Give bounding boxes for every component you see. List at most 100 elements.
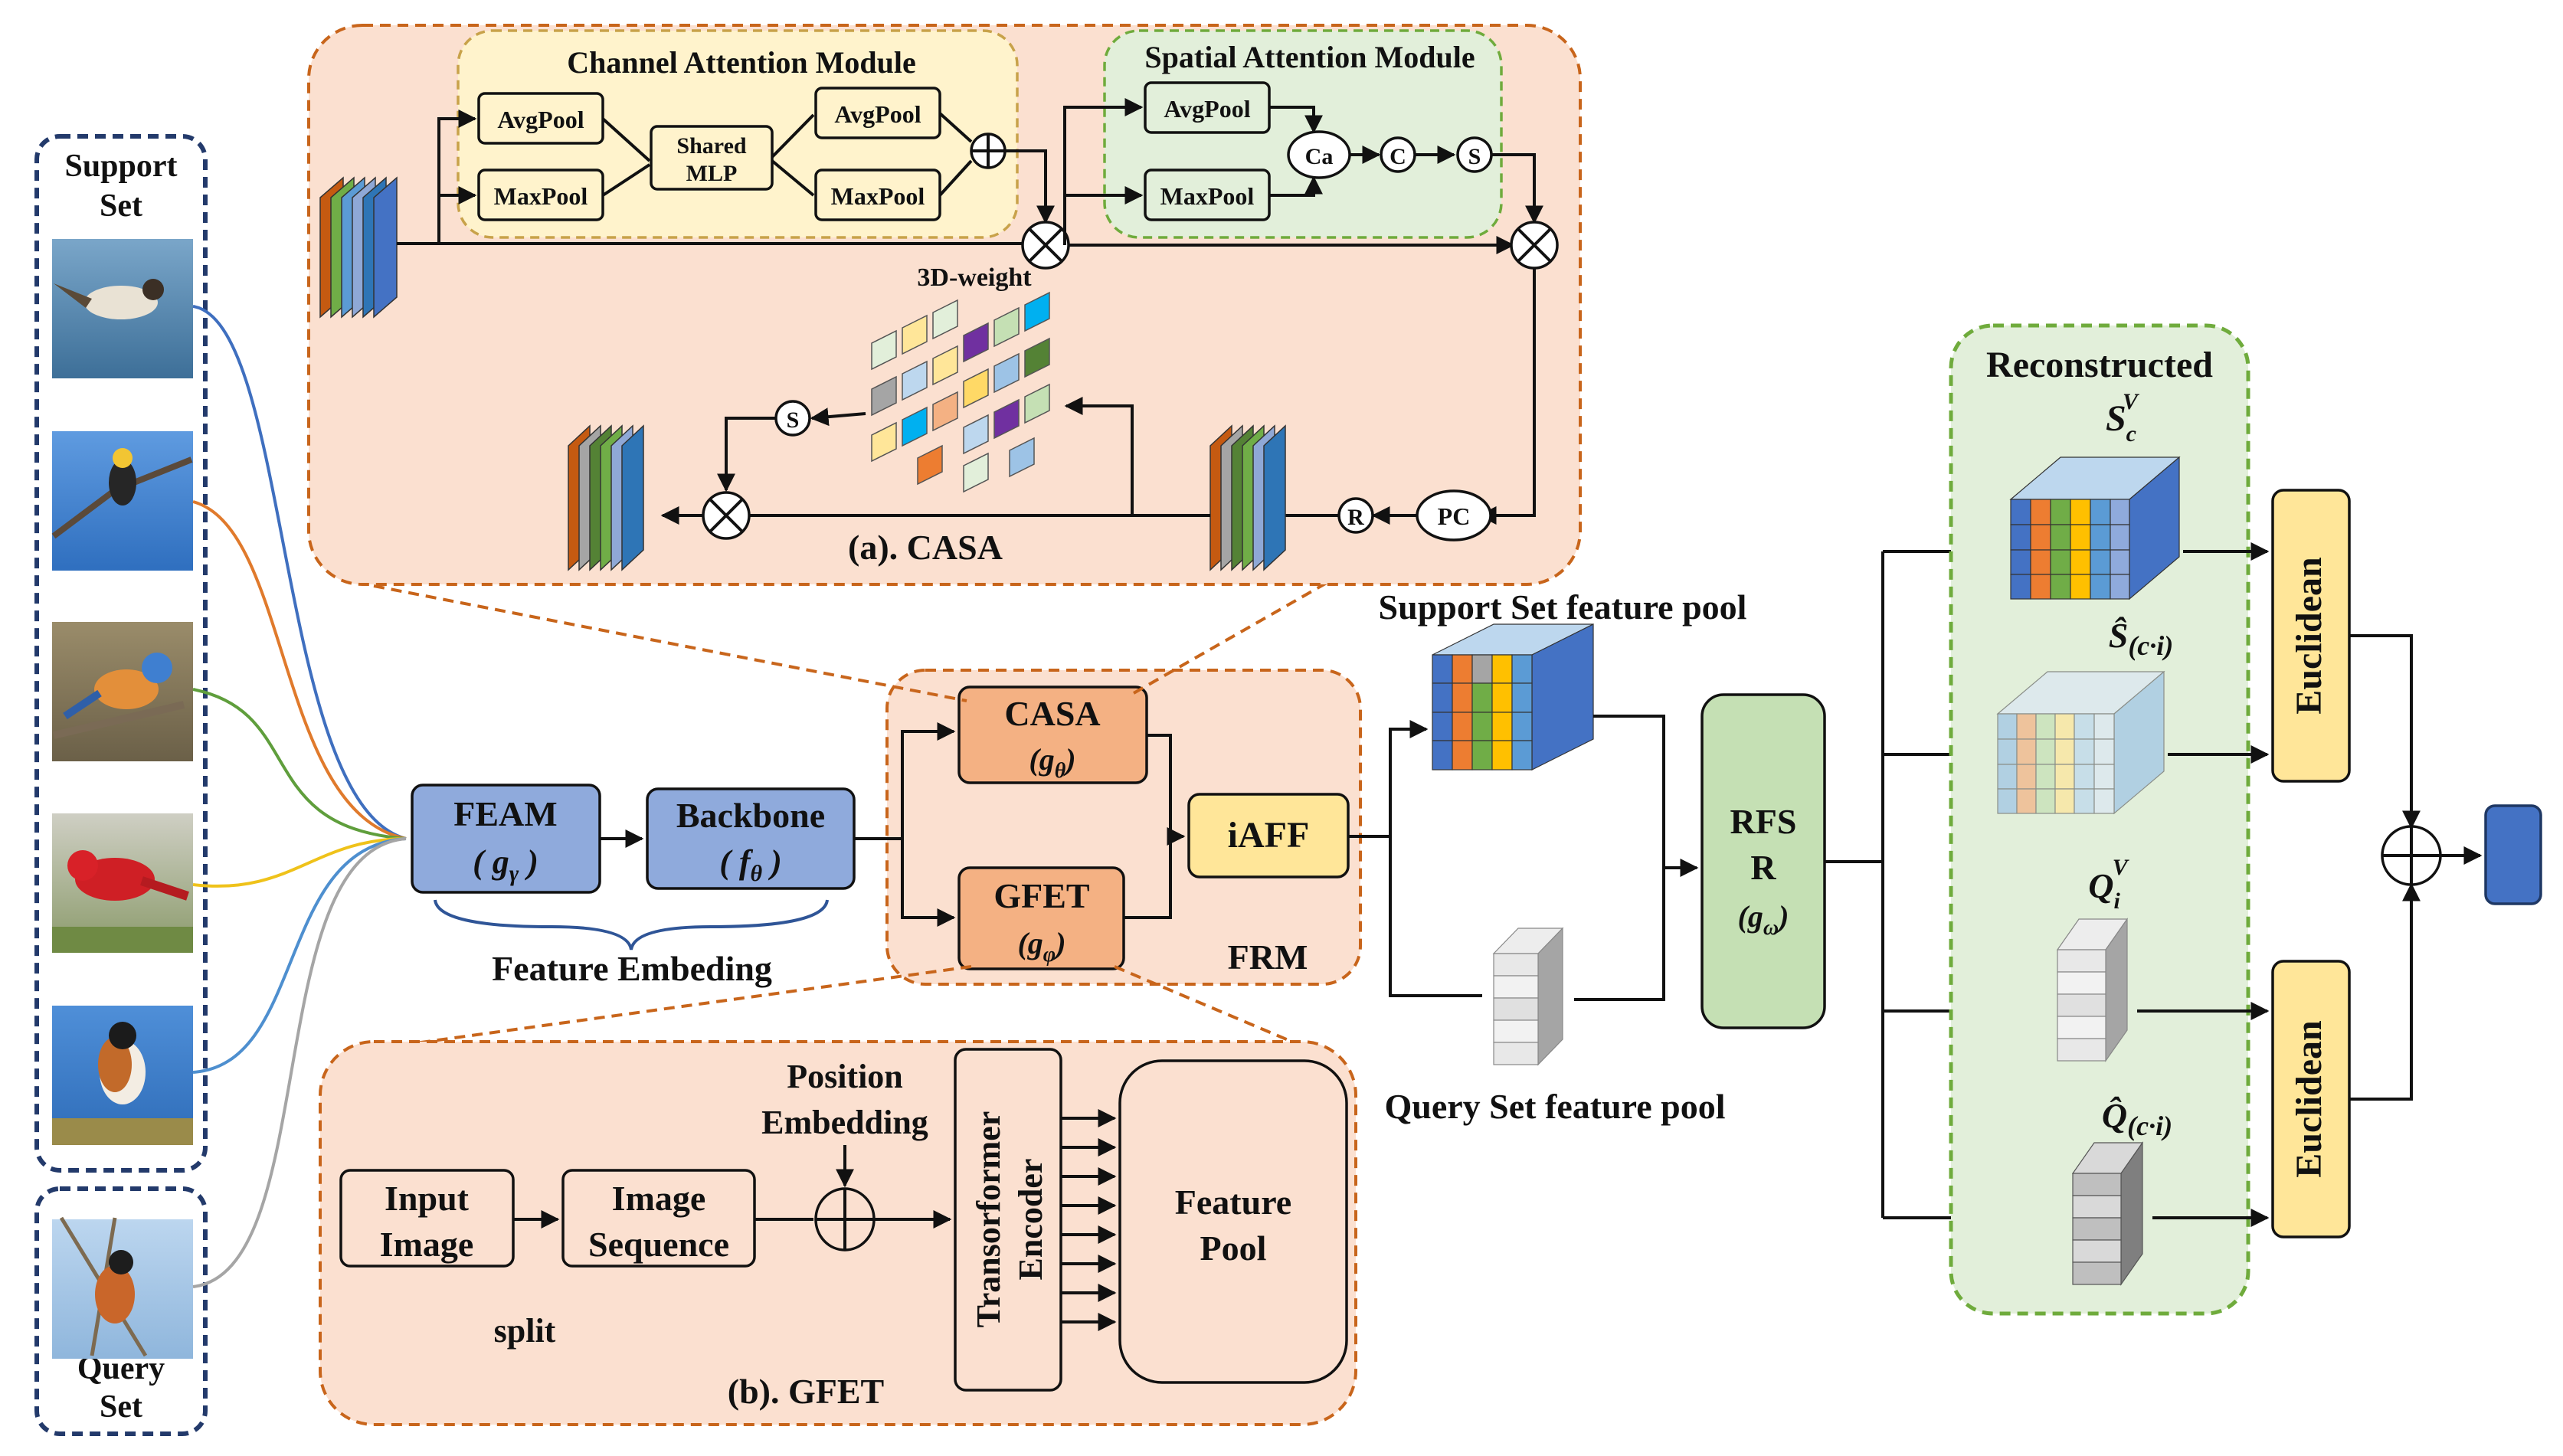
transformer-encoder-box: Transorformer Encoder: [954, 1048, 1062, 1392]
s-to-mult3-arrow: [717, 417, 776, 492]
position-add-icon: [814, 1187, 876, 1252]
frm-gfet-block: GFET (gφ): [957, 866, 1125, 970]
svg-text:MaxPool: MaxPool: [494, 182, 588, 210]
gfet-to-iaff-line: [1124, 836, 1172, 919]
backbone-symbol: ( fθ ): [719, 843, 782, 886]
support-set-label-line2: Set: [100, 188, 142, 224]
svg-text:Pool: Pool: [1200, 1229, 1267, 1268]
backbone-to-casa-arrow: [854, 722, 956, 840]
bird-image-1: [52, 239, 193, 378]
position-embedding-line1: Position: [787, 1058, 903, 1095]
s-node-2: S: [774, 400, 811, 437]
zoom-line-gfet-left: [359, 965, 972, 1052]
3dweight-to-s-arrow: [810, 407, 866, 427]
channel-add-icon: [970, 133, 1007, 169]
backbone-block: Backbone ( fθ ): [646, 787, 856, 890]
bird-image-4: [52, 813, 193, 953]
backbone-label: Backbone: [676, 796, 825, 835]
euclidean-box-2: Euclidean: [2271, 960, 2351, 1238]
output-block: [2484, 804, 2542, 905]
encoder-output-arrows: [1061, 1109, 1117, 1331]
bird-image-3: [52, 622, 193, 761]
shat-label: Ŝ(c·i): [2109, 616, 2174, 661]
svg-text:Shared: Shared: [676, 133, 746, 159]
casa-to-iaff-arrow: [1147, 734, 1186, 846]
multiply-icon-1: [1021, 221, 1070, 270]
add-to-multiply-arrow: [1005, 149, 1055, 224]
shat-cube: [1996, 670, 2165, 815]
svg-text:Euclidean: Euclidean: [2289, 1020, 2329, 1177]
ch-maxpool-box: MaxPool: [477, 169, 604, 221]
feam-symbol: ( gγ ): [473, 843, 538, 886]
query-set-label-line2: Set: [100, 1389, 142, 1425]
maxpool2-to-add: [938, 159, 973, 197]
rfsr-block: RFS R (gω): [1700, 693, 1826, 1029]
support-pool-label: Support Set feature pool: [1379, 587, 1747, 627]
input-curves: [192, 305, 407, 1288]
iaff-to-query-pool-line: [1389, 836, 1482, 997]
iaff-label: iAFF: [1228, 815, 1310, 856]
avgpool-to-mlp: [601, 117, 651, 162]
sv-cube: [2009, 456, 2181, 600]
svg-text:Feature: Feature: [1175, 1183, 1291, 1222]
feature-embedding-brace: [434, 899, 829, 950]
svg-text:MLP: MLP: [686, 161, 738, 186]
mlp-to-maxpool2: [771, 159, 815, 197]
qhat-stack: [2071, 1141, 2144, 1286]
casa-input-feature-map: [319, 176, 398, 319]
svg-text:Image: Image: [612, 1179, 706, 1218]
zoom-line-casa-right: [1133, 569, 1349, 695]
sv-label: ScV: [2106, 389, 2140, 447]
rfsr-label-line1: RFS: [1730, 802, 1797, 841]
channel-attention-title: Channel Attention Module: [567, 45, 916, 80]
svg-text:Image: Image: [380, 1225, 474, 1264]
svg-text:Transorformer: Transorformer: [970, 1111, 1007, 1328]
s-to-mult2-arrow: [1491, 153, 1543, 224]
ch-avgpool2-box: AvgPool: [814, 87, 941, 139]
query-pool-label: Query Set feature pool: [1384, 1087, 1725, 1126]
avgpool2-to-add: [938, 112, 973, 143]
weight3d-label: 3D-weight: [917, 263, 1032, 292]
maxpool-to-mlp: [601, 163, 651, 197]
r-node: R: [1337, 497, 1374, 534]
frm-casa-label: CASA: [1004, 694, 1100, 733]
zoom-line-gfet-right: [1114, 965, 1314, 1052]
split-label: split: [494, 1312, 556, 1350]
backbone-to-gfet-arrow: [901, 839, 956, 927]
ch-maxpool2-box: MaxPool: [814, 169, 941, 221]
ca-node: Ca: [1287, 130, 1351, 179]
iaff-to-support-pool-arrow: [1348, 720, 1429, 838]
svg-text:S: S: [787, 407, 800, 433]
multiply-icon-2: [1510, 221, 1559, 270]
iaff-block: iAFF: [1187, 793, 1350, 879]
gfet-caption: (b). GFET: [728, 1372, 884, 1411]
qhat-label: Q̂(c·i): [2102, 1096, 2172, 1141]
frm-casa-symbol: (gθ): [1029, 742, 1075, 783]
svg-text:AvgPool: AvgPool: [497, 106, 584, 133]
svg-text:Euclidean: Euclidean: [2289, 557, 2329, 714]
ch-avgpool-box: AvgPool: [477, 92, 604, 145]
casa-caption: (a). CASA: [848, 528, 1003, 567]
to-avgpool-arrow: [437, 110, 477, 244]
rfsr-label-line2: R: [1750, 848, 1776, 887]
support-set-label-line1: Support: [64, 149, 177, 184]
svg-text:Input: Input: [385, 1179, 470, 1218]
sum-icon: [2381, 825, 2442, 886]
frm-label: FRM: [1228, 937, 1308, 977]
svg-text:MaxPool: MaxPool: [1160, 182, 1255, 210]
pc-node: PC: [1416, 489, 1492, 542]
frm-casa-block: CASA (gθ): [957, 685, 1148, 784]
zoom-line-casa-left: [373, 584, 967, 702]
casa-mid-feature-map: [1209, 424, 1286, 571]
euclid1-to-sum-arrow: [2349, 634, 2421, 829]
c-node: C: [1380, 136, 1416, 173]
svg-text:C: C: [1390, 144, 1406, 169]
casa-output-feature-map: [568, 424, 644, 571]
frm-gfet-symbol: (gφ): [1017, 926, 1065, 967]
svg-text:Ca: Ca: [1305, 144, 1334, 169]
support-pool-cube: [1432, 623, 1594, 771]
svg-text:Encoder: Encoder: [1012, 1159, 1049, 1281]
input-image-box: Input Image: [339, 1169, 515, 1268]
image-sequence-box: Image Sequence: [561, 1169, 756, 1268]
